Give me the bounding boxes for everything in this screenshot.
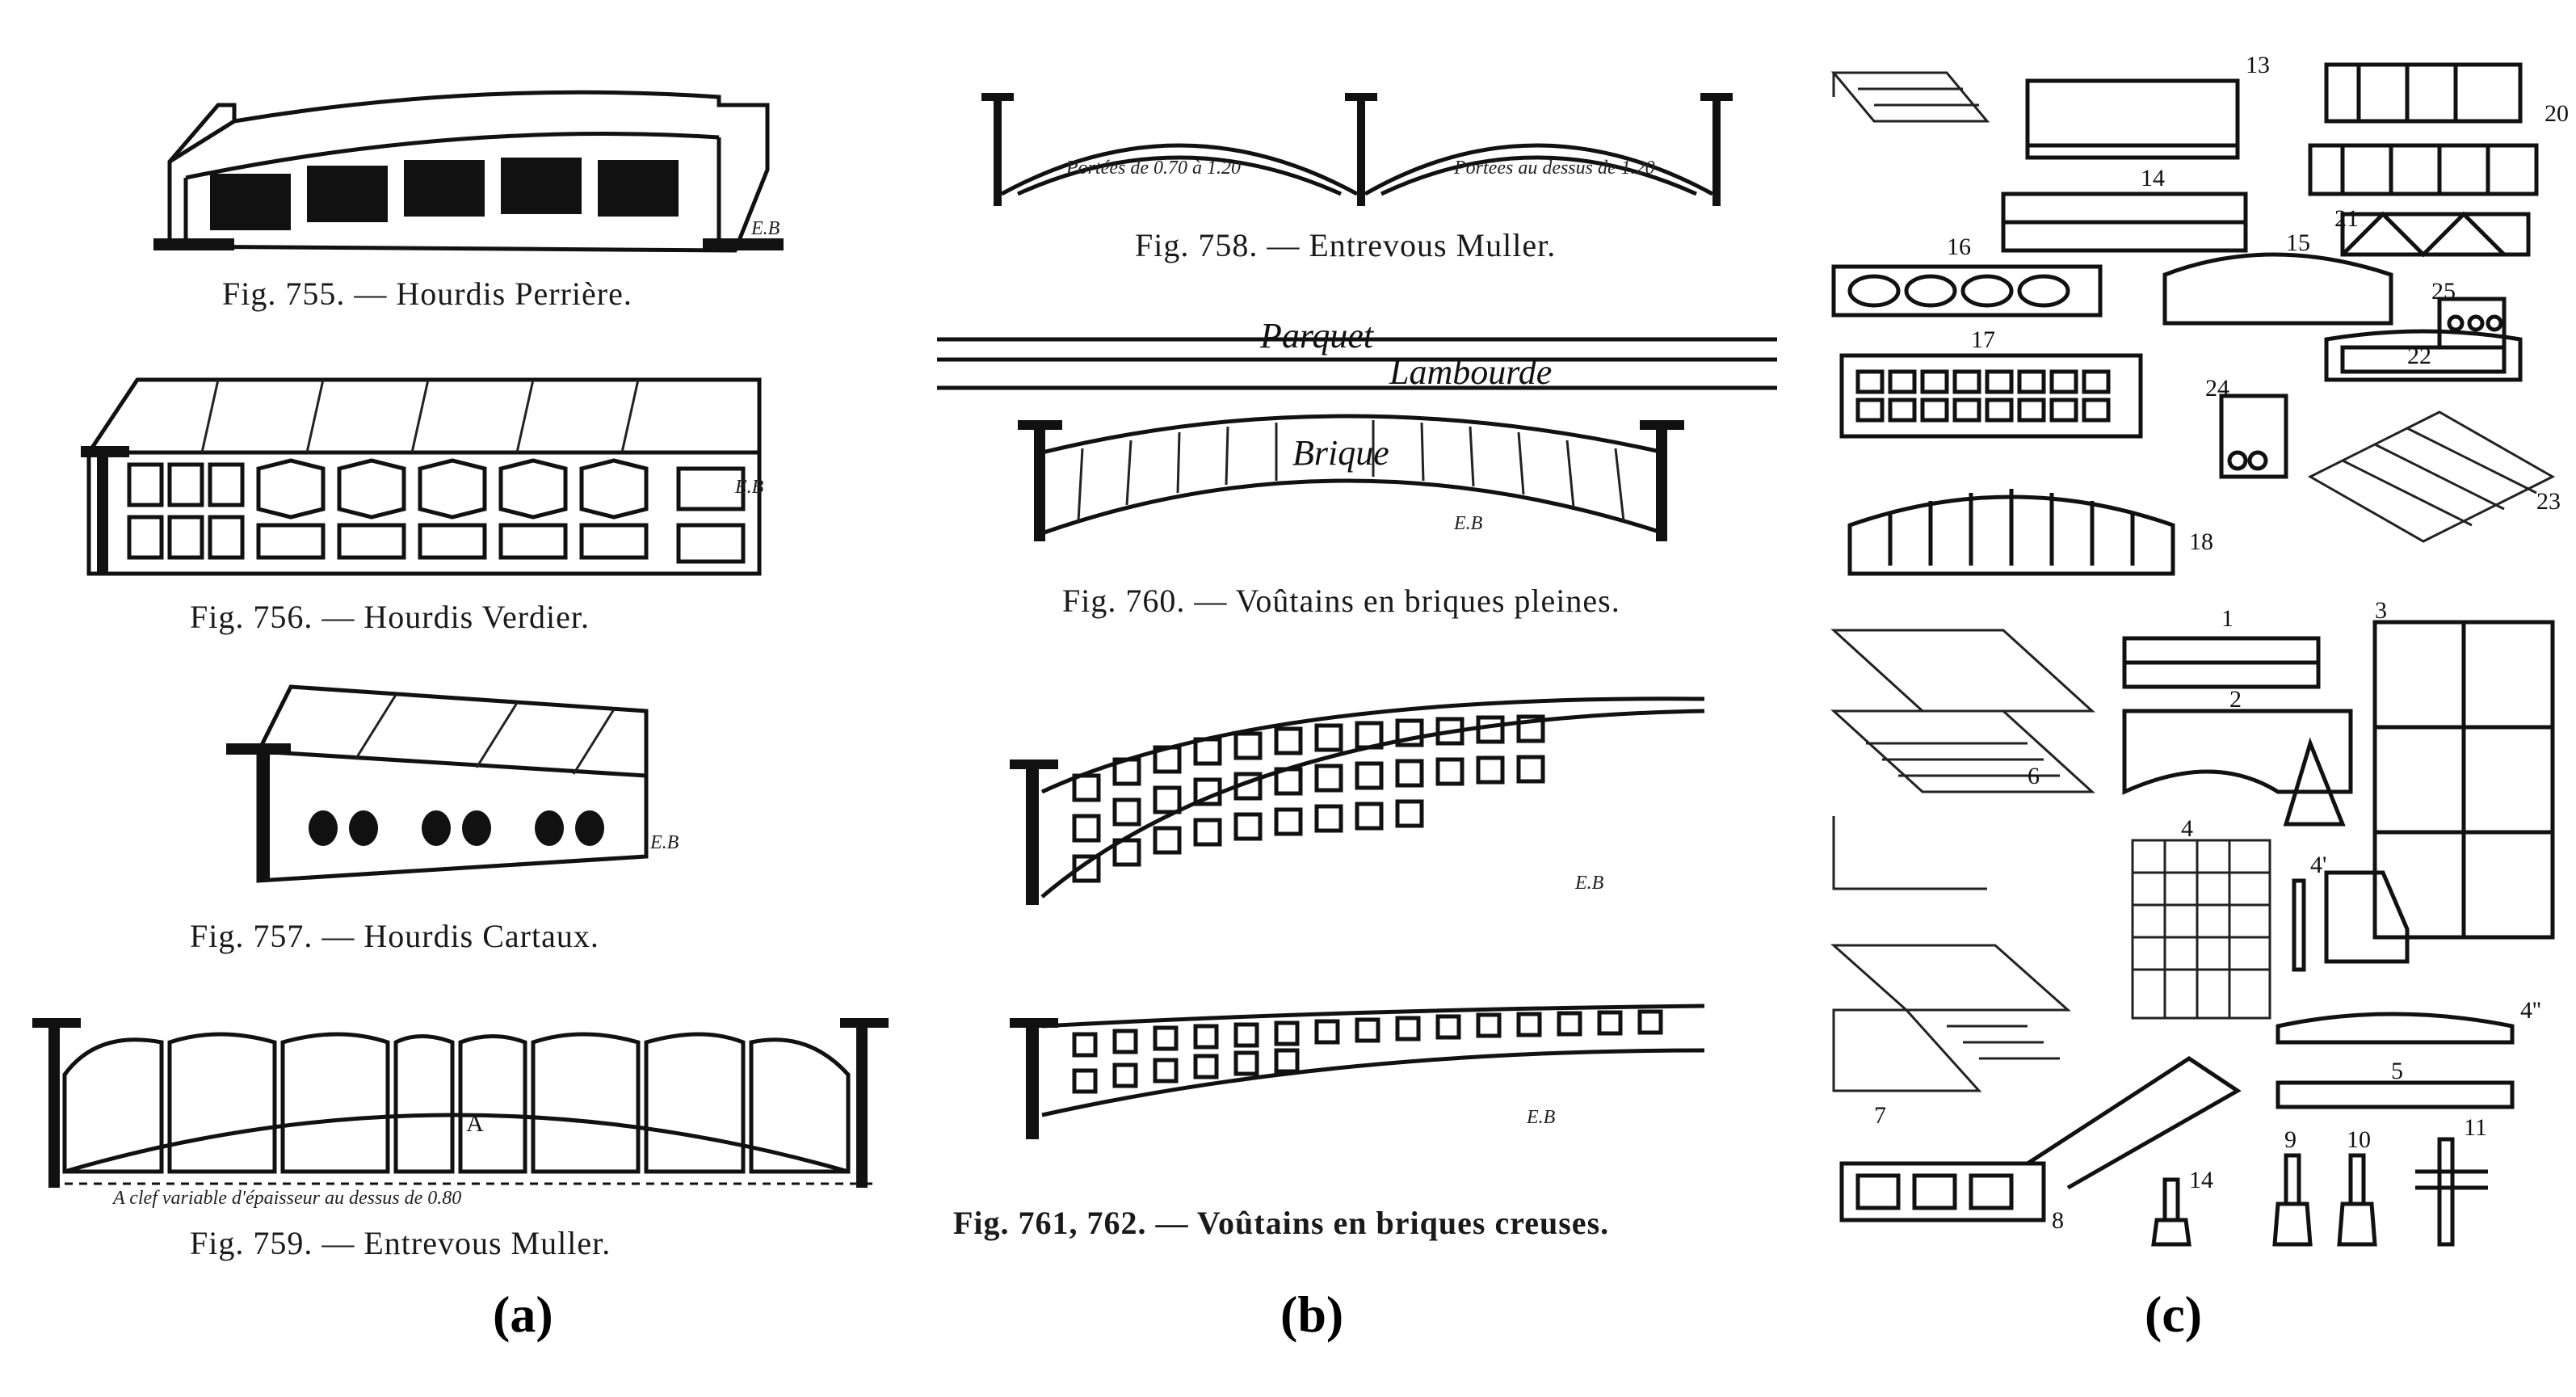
- panel-b-label: (b): [1280, 1285, 1344, 1343]
- c-num-4pp: 4'': [2520, 997, 2541, 1024]
- c-num-18: 18: [2189, 528, 2213, 555]
- fig756-drawing: E.B: [81, 377, 764, 576]
- c-num-14: 14: [2141, 165, 2165, 191]
- fig761-drawing: E.B: [1010, 696, 1705, 905]
- fig756-caption: Fig. 756. — Hourdis Verdier.: [190, 599, 590, 635]
- fig762-sig-bottom: E.B: [1526, 1107, 1556, 1128]
- panel-c-bottom-drawings: 6 1 2 3 4 4' 4'' 5 7 8: [1830, 597, 2555, 1247]
- fig760-brique: Brique: [1292, 433, 1389, 473]
- c-num-21: 21: [2334, 205, 2359, 232]
- fig758-drawing: Portées de 0.70 à 1.20 Portées au dessus…: [981, 93, 1733, 206]
- panel-a-label: (a): [493, 1285, 553, 1343]
- fig757-sig: E.B: [649, 832, 679, 853]
- c-num-25: 25: [2431, 278, 2456, 305]
- c-num-15: 15: [2286, 229, 2310, 256]
- fig761-sig-top: E.B: [1574, 873, 1604, 894]
- panel-c-top-drawings: 14 20 21 16 15 25 17 22 24 23: [1830, 52, 2569, 576]
- c-num-17: 17: [1971, 326, 1995, 353]
- fig760-sig: E.B: [1453, 513, 1483, 534]
- c-num-16: 16: [1947, 234, 1971, 260]
- fig758-caption: Fig. 758. — Entrevous Muller.: [1135, 227, 1557, 263]
- fig760-drawing: Parquet Lambourde Brique E.B: [937, 316, 1777, 541]
- c-num-6: 6: [2028, 763, 2040, 789]
- c-num-9: 9: [2284, 1126, 2297, 1153]
- c-num-10: 10: [2347, 1126, 2371, 1153]
- fig755-sig: E.B: [750, 218, 780, 239]
- c-num-7: 7: [1874, 1102, 1886, 1129]
- fig757-drawing: E.B: [226, 684, 679, 883]
- c-num-11: 11: [2464, 1114, 2487, 1141]
- fig761-caption: Fig. 761, 762. — Voûtains en briques cre…: [953, 1205, 1610, 1241]
- c-num-2: 2: [2229, 686, 2242, 713]
- fig759-caption: Fig. 759. — Entrevous Muller.: [190, 1225, 611, 1261]
- fig759-note: A clef variable d'épaisseur au dessus de…: [111, 1188, 461, 1209]
- fig755-caption: Fig. 755. — Hourdis Perrière.: [222, 276, 632, 312]
- panel-b: Portées de 0.70 à 1.20 Portées au dessus…: [921, 0, 1777, 1397]
- panel-c: 14 20 21 16 15 25 17 22 24 23: [1777, 0, 2576, 1397]
- fig762-drawing: E.B: [1010, 1004, 1705, 1139]
- fig760-parquet: Parquet: [1259, 316, 1375, 356]
- fig758-span-left: Portées de 0.70 à 1.20: [1065, 158, 1241, 179]
- c-num-1: 1: [2221, 605, 2234, 632]
- c-num-22: 22: [2407, 343, 2431, 369]
- fig759-block-letter: A: [466, 1110, 484, 1137]
- panel-c-label: (c): [2145, 1285, 2203, 1343]
- fig760-lambourde: Lambourde: [1389, 352, 1552, 392]
- c-num-23: 23: [2536, 488, 2561, 515]
- c-num-4: 4: [2181, 815, 2193, 842]
- c-num-3: 3: [2375, 597, 2387, 624]
- fig755-drawing: E.B: [153, 90, 784, 253]
- c-num-14b: 14: [2189, 1167, 2213, 1193]
- c-num-4p: 4': [2310, 852, 2326, 878]
- fig759-drawing: A A clef variable d'épaisseur au dessus …: [32, 1018, 889, 1209]
- c-num-20: 20: [2544, 100, 2569, 127]
- fig756-sig: E.B: [734, 477, 764, 498]
- c-num-5: 5: [2391, 1058, 2403, 1084]
- fig758-span-right: Portées au dessus de 1.20: [1453, 158, 1655, 179]
- fig760-caption: Fig. 760. — Voûtains en briques pleines.: [1062, 583, 1620, 619]
- c-num-8: 8: [2052, 1207, 2064, 1234]
- c-num-24: 24: [2205, 375, 2229, 402]
- fig757-caption: Fig. 757. — Hourdis Cartaux.: [190, 918, 599, 954]
- c-num-13: 13: [2246, 52, 2270, 78]
- panel-a: E.B Fig. 755. — Hourdis Perrière. E.B: [0, 0, 921, 1397]
